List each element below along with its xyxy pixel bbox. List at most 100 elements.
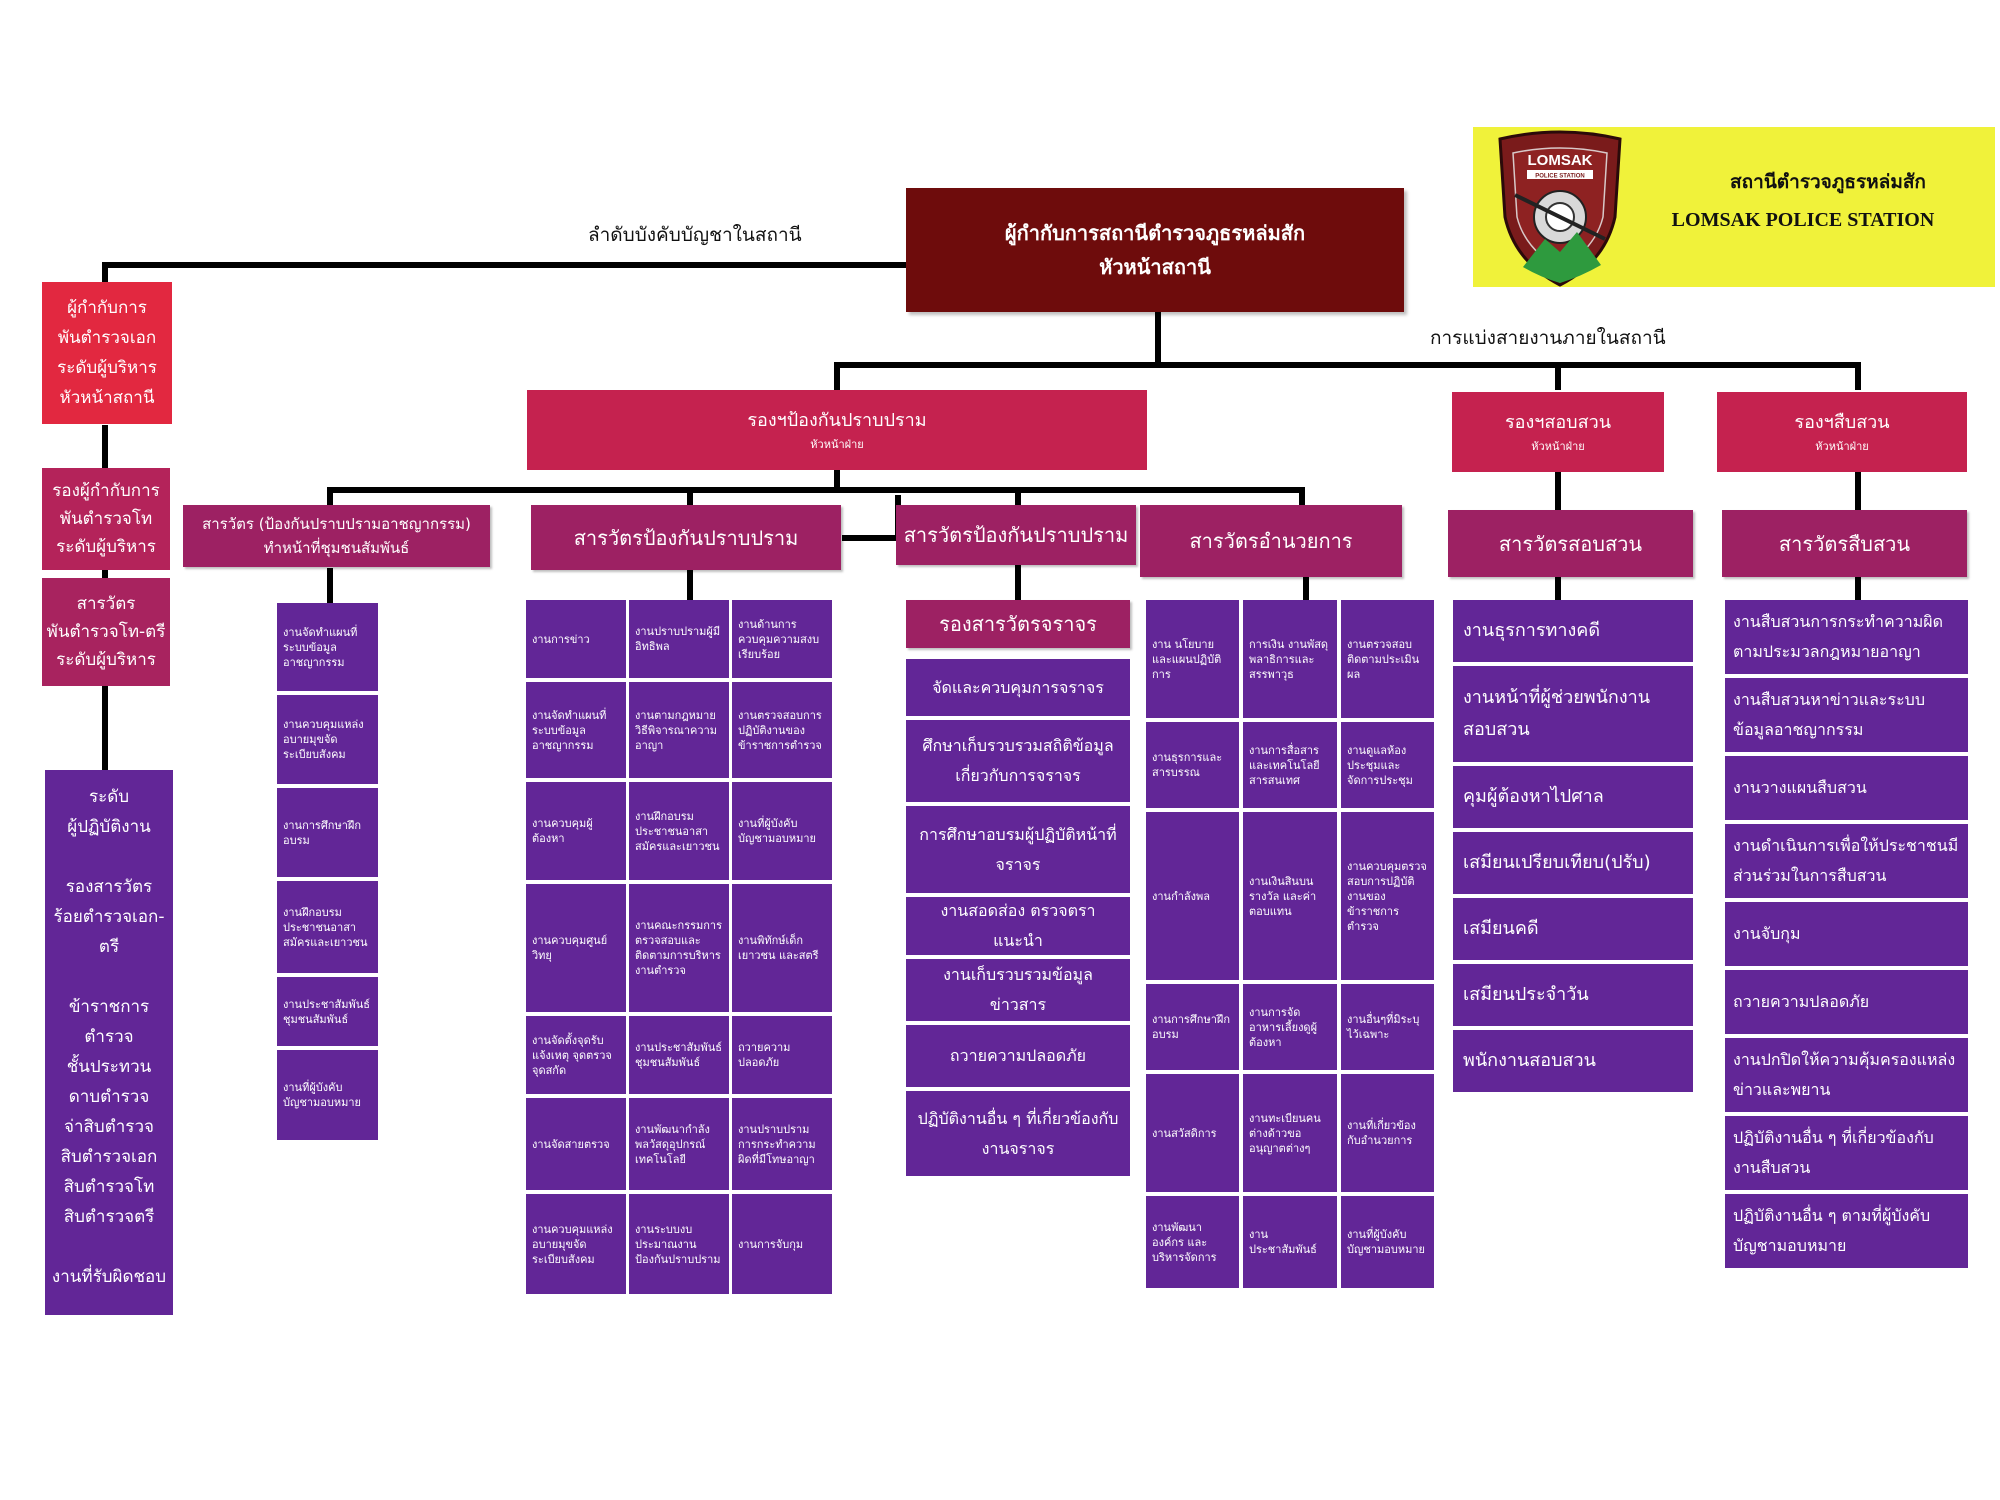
work-division-label: การแบ่งสายงานภายในสถานี	[1430, 327, 1666, 349]
logo-top-text: LOMSAK	[1528, 152, 1593, 169]
inspector-title: สารวัตรอำนวยการ	[1189, 529, 1353, 553]
rank-deputy-box: รองผู้กำกับการ พันตำรวจโท ระดับผู้บริหาร	[42, 468, 170, 570]
task-item: งานดำเนินการเพื่อให้ประชาชนมีส่วนร่วมในก…	[1725, 824, 1968, 898]
task-item: การเงิน งานพัสดุ พลาธิการและสรรพาวุธ	[1243, 600, 1337, 718]
inspector-community-box: สารวัตร (ป้องกันปราบปรามอาชญากรรม) ทำหน้…	[183, 505, 490, 567]
task-item: งานการจัดอาหารเลี้ยงดูผู้ต้องหา	[1243, 984, 1337, 1070]
deputy-inquiry-box: รองฯสอบสวน หัวหน้าฝ่าย	[1452, 392, 1664, 472]
task-item: งานจัดตั้งจุดรับแจ้งเหตุ จุดตรวจ จุดสกัด	[526, 1016, 626, 1094]
task-item: งานธุรการทางคดี	[1453, 600, 1693, 662]
task-item: งานสืบสวนการกระทำความผิดตามประมวลกฎหมายอ…	[1725, 600, 1968, 674]
rank-line: ตรี	[98, 937, 120, 957]
task-item: งานควบคุมแหล่งอบายมุขจัดระเบียบสังคม	[526, 1194, 626, 1294]
task-item: งานจัดสายตรวจ	[526, 1098, 626, 1190]
rank-line: พันตำรวจโท	[59, 509, 153, 529]
task-item: งานฝึกอบรมประชาชนอาสาสมัครและเยาวชน	[277, 881, 378, 973]
station-head-title: ผู้กำกับการสถานีตำรวจภูธรหล่มสัก	[1004, 221, 1306, 245]
deputy-investigation-box: รองฯสืบสวน หัวหน้าฝ่าย	[1717, 392, 1967, 472]
prevention-task-column-c: งานด้านการควบคุมความสงบเรียบร้อยงานตรวจส…	[732, 600, 832, 1298]
deputy-title: รองฯสอบสวน	[1505, 412, 1611, 433]
station-name-th: สถานีตำรวจภูธรหล่มสัก	[1730, 171, 1926, 193]
task-item: งานธุรการและสารบรรณ	[1146, 722, 1239, 808]
inspector-title: สารวัตร (ป้องกันปราบปรามอาชญากรรม)	[202, 515, 471, 533]
deputy-title: รองฯสืบสวน	[1794, 412, 1890, 433]
task-item: ปฏิบัติงานอื่น ๆ ที่เกี่ยวข้องกับงานจราจ…	[906, 1091, 1130, 1176]
rank-line: ดาบตำรวจ	[68, 1087, 150, 1107]
command-chain-label: ลำดับบังคับบัญชาในสถานี	[588, 224, 802, 246]
task-item: ถวายความปลอดภัย	[1725, 970, 1968, 1034]
rank-line: ผู้ปฏิบัติงาน	[67, 817, 151, 837]
inspector-sub: ทำหน้าที่ชุมชนสัมพันธ์	[263, 539, 410, 557]
task-item: งานตรวจสอบติดตามประเมินผล	[1341, 600, 1434, 718]
division-line	[834, 362, 1861, 390]
prevention-branch-line	[327, 487, 1305, 505]
investigation-task-column: งานสืบสวนการกระทำความผิดตามประมวลกฎหมายอ…	[1725, 600, 1968, 1272]
rank-line: รองสารวัตร	[65, 877, 153, 897]
task-item: งาน นโยบายและแผนปฏิบัติการ	[1146, 600, 1239, 718]
task-item: งานสืบสวนหาข่าวและระบบข้อมูลอาชญากรรม	[1725, 678, 1968, 752]
rank-line: ระดับผู้บริหาร	[56, 650, 156, 670]
rank-line: ตำรวจ	[84, 1027, 134, 1047]
task-item: งานคณะกรรมการตรวจสอบและติดตามการบริหารงา…	[629, 884, 729, 1012]
deputy-title: รองฯป้องกันปราบปราม	[747, 410, 927, 431]
deputy-sub: หัวหน้าฝ่าย	[1815, 440, 1869, 453]
inspector-title: สารวัตรป้องกันปราบปราม	[573, 525, 799, 550]
task-item: ปฏิบัติงานอื่น ๆ ตามที่ผู้บังคับบัญชามอบ…	[1725, 1194, 1968, 1268]
deputy-prevention-box: รองฯป้องกันปราบปราม หัวหน้าฝ่าย	[527, 390, 1147, 470]
rank-line: จ่าสิบตำรวจ	[64, 1117, 154, 1137]
task-item: งานสอดส่อง ตรวจตรา แนะนำ	[906, 897, 1130, 955]
task-item: งานทะเบียนคนต่างด้าวขออนุญาตต่างๆ	[1243, 1074, 1337, 1192]
rank-line: พันตำรวจโท-ตรี	[46, 622, 166, 642]
traffic-task-column: จัดและควบคุมการจราจรศึกษาเก็บรวบรวมสถิติ…	[906, 659, 1130, 1180]
rank-line: สิบตำรวจตรี	[63, 1207, 155, 1227]
rank-operational-box: ระดับ ผู้ปฏิบัติงาน รองสารวัตร ร้อยตำรวจ…	[45, 770, 173, 1315]
admin-task-column-c: งานตรวจสอบติดตามประเมินผลงานดูแลห้องประช…	[1341, 600, 1434, 1292]
inspector-prevention1-box: สารวัตรป้องกันปราบปราม	[531, 505, 841, 570]
task-item: งานที่ผู้บังคับบัญชามอบหมาย	[1341, 1196, 1434, 1288]
rank-line: สิบตำรวจโท	[63, 1177, 155, 1197]
inspector-prevention2-box: สารวัตรป้องกันปราบปราม	[896, 505, 1136, 565]
task-item: งานเงินสินบนรางวัล และค่าตอบแทน	[1243, 812, 1337, 980]
rank-line: งานที่รับผิดชอบ	[51, 1267, 167, 1287]
task-item: งานดูแลห้องประชุมและจัดการประชุม	[1341, 722, 1434, 808]
task-item: คุมผู้ต้องหาไปศาล	[1453, 766, 1693, 828]
rank-spacer	[45, 842, 173, 872]
task-item: งานควบคุมศูนย์วิทยุ	[526, 884, 626, 1012]
inspector-title: สารวัตรสืบสวน	[1778, 531, 1911, 556]
community-task-column: งานจัดทำแผนที่ระบบข้อมูลอาชญากรรมงานควบค…	[277, 603, 378, 1144]
task-item: ถวายความปลอดภัย	[732, 1016, 832, 1094]
inspector-title: สารวัตรป้องกันปราบปราม	[903, 523, 1129, 547]
task-item: ศึกษาเก็บรวบรวมสถิติข้อมูลเกี่ยวกับการจร…	[906, 720, 1130, 802]
task-item: งานที่ผู้บังคับบัญชามอบหมาย	[277, 1050, 378, 1140]
task-item: การศึกษาอบรมผู้ปฏิบัติหน้าที่จราจร	[906, 806, 1130, 893]
task-item: งานควบคุมผู้ต้องหา	[526, 782, 626, 880]
task-item: งานปราบปรามผู้มีอิทธิพล	[629, 600, 729, 678]
task-item: งานการศึกษาฝึกอบรม	[277, 788, 378, 877]
task-item: เสมียนคดี	[1453, 898, 1693, 960]
task-item: งานพัฒนาองค์กร และบริหารจัดการ	[1146, 1196, 1239, 1288]
prevention-task-column-b: งานปราบปรามผู้มีอิทธิพลงานตามกฎหมายวิธีพ…	[629, 600, 729, 1298]
task-item: งานควบคุมตรวจสอบการปฏิบัติงานของข้าราชกา…	[1341, 812, 1434, 980]
task-item: งานสวัสดิการ	[1146, 1074, 1239, 1192]
inspector-title: สารวัตรสอบสวน	[1498, 531, 1643, 556]
inspector-investigation-box: สารวัตรสืบสวน	[1722, 510, 1967, 577]
task-item: งานการศึกษาฝึกอบรม	[1146, 984, 1239, 1070]
task-item: งานอื่นๆที่มิระบุไว้เฉพาะ	[1341, 984, 1434, 1070]
admin-task-column-a: งาน นโยบายและแผนปฏิบัติการงานธุรการและสา…	[1146, 600, 1239, 1292]
task-item: งานการจับกุม	[732, 1194, 832, 1294]
logo-sub-text: POLICE STATION	[1535, 174, 1584, 180]
task-item: งานกำลังพล	[1146, 812, 1239, 980]
task-item: งานการข่าว	[526, 600, 626, 678]
station-name-en: LOMSAK POLICE STATION	[1671, 209, 1935, 231]
traffic-deputy-title: รองสารวัตรจราจร	[939, 612, 1097, 636]
task-item: ถวายความปลอดภัย	[906, 1025, 1130, 1087]
rank-spacer	[45, 962, 173, 992]
station-head-role: หัวหน้าสถานี	[1099, 255, 1211, 279]
task-item: งานตามกฎหมายวิธีพิจารณาความอาญา	[629, 682, 729, 778]
task-item: งานประชาสัมพันธ์	[1243, 1196, 1337, 1288]
traffic-deputy-box: รองสารวัตรจราจร	[906, 600, 1130, 648]
rank-line: สิบตำรวจเอก	[60, 1147, 158, 1167]
task-item: งานจัดทำแผนที่ระบบข้อมูลอาชญากรรม	[526, 682, 626, 778]
prevention-link-line	[842, 495, 901, 541]
